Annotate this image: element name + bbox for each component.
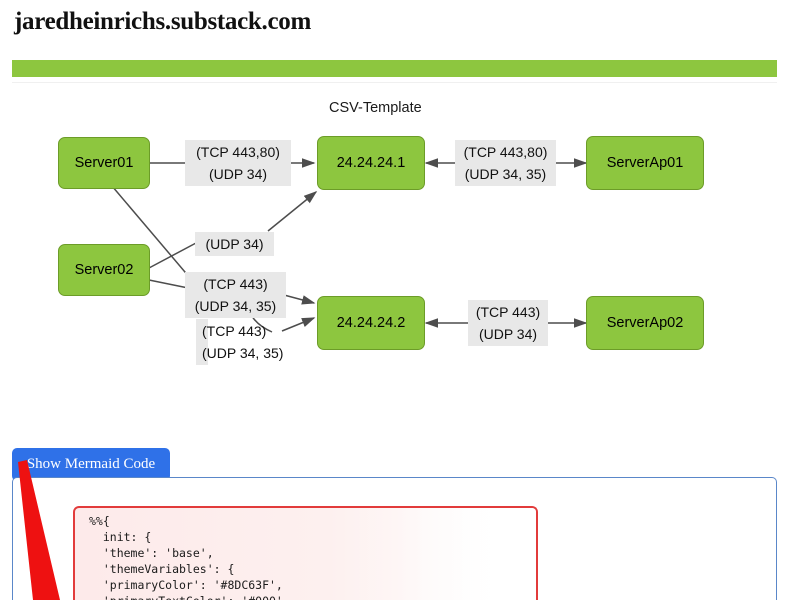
edge-label-line2: (UDP 34) — [208, 166, 268, 182]
node-fw1-label: 24.24.24.1 — [336, 155, 406, 171]
node-serverap02-label: ServerAp02 — [606, 315, 684, 331]
node-fw1[interactable]: 24.24.24.1 — [317, 136, 425, 190]
diagram-title: CSV-Template — [329, 100, 422, 116]
edge-label-line1: (TCP 443,80) — [463, 144, 548, 160]
edge-label-line2: (UDP 34, 35) — [194, 298, 277, 314]
node-serverap01[interactable]: ServerAp01 — [586, 136, 704, 190]
code-panel-container: %%{ init: { 'theme': 'base', 'themeVaria… — [12, 477, 777, 600]
edge-server02-fw1-a — [148, 242, 197, 269]
page-title: jaredheinrichs.substack.com — [14, 8, 312, 35]
node-server01[interactable]: Server01 — [58, 137, 150, 189]
edge-server01-fw2-a — [111, 185, 197, 286]
edge-label-line1: (TCP 443,80) — [196, 144, 280, 160]
mermaid-code-block[interactable]: %%{ init: { 'theme': 'base', 'themeVaria… — [73, 506, 538, 600]
edge-label-line2: (UDP 34, 35) — [464, 166, 547, 182]
node-fw2[interactable]: 24.24.24.2 — [317, 296, 425, 350]
edge-label-server02-fw1: (UDP 34) — [195, 232, 274, 256]
green-divider-bar — [12, 60, 777, 77]
edge-label-line1: (TCP 443) — [202, 323, 267, 339]
edge-server01-fw2-b — [281, 317, 316, 332]
node-fw2-label: 24.24.24.2 — [336, 315, 406, 331]
node-server02-label: Server02 — [74, 262, 134, 278]
divider-hairline — [12, 82, 777, 83]
edge-server02-fw1-b — [267, 191, 318, 232]
edge-label-line1: (UDP 34) — [205, 236, 264, 252]
edge-server02-fw2-b — [283, 294, 316, 305]
edge-label-line2: (UDP 34) — [478, 326, 538, 342]
node-serverap01-label: ServerAp01 — [606, 155, 684, 171]
edge-label-server02-fw2: (TCP 443) (UDP 34, 35) — [185, 272, 286, 318]
edge-label-line1: (TCP 443) — [475, 304, 541, 320]
node-serverap02[interactable]: ServerAp02 — [586, 296, 704, 350]
edge-label-server01-fw1: (TCP 443,80) (UDP 34) — [185, 140, 291, 186]
node-server01-label: Server01 — [74, 155, 134, 171]
edge-label-fw1-ap01: (TCP 443,80) (UDP 34, 35) — [455, 140, 556, 186]
mermaid-code-text: %%{ init: { 'theme': 'base', 'themeVaria… — [89, 514, 290, 600]
edge-label-server01-fw2: (TCP 443) (UDP 34, 35) — [196, 319, 283, 365]
node-server02[interactable]: Server02 — [58, 244, 150, 296]
mermaid-diagram: CSV-Template — [0, 88, 789, 413]
diagram-edges — [111, 158, 588, 333]
edge-label-fw2-ap02: (TCP 443) (UDP 34) — [468, 300, 548, 346]
edge-label-line1: (TCP 443) — [203, 276, 268, 292]
